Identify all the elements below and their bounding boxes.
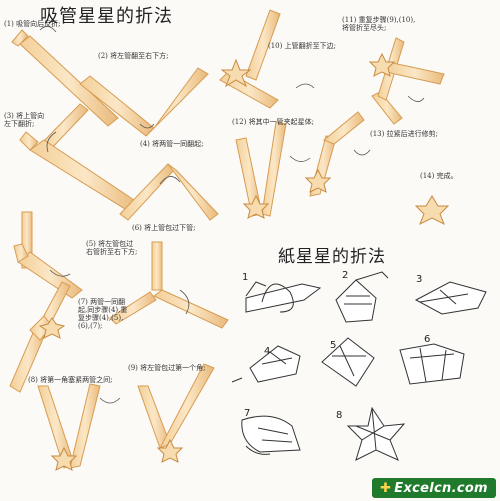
paper-step-7	[241, 415, 301, 455]
star-icon	[38, 317, 66, 339]
step-caption: (7) 两管一同翻 起,同步骤(4),重 复步骤(4),(5), (6),(7)…	[78, 298, 128, 331]
arrow-icon	[179, 289, 190, 315]
straw-step-11	[371, 37, 445, 125]
paper-step-5	[321, 337, 375, 387]
paper-step-number: 4	[264, 346, 271, 357]
paper-step-1	[245, 281, 322, 313]
star-icon	[414, 195, 450, 226]
star-icon	[368, 52, 396, 77]
paper-strip-illustrations	[231, 271, 487, 461]
straw-step-8	[37, 383, 101, 469]
arrow-icon	[289, 155, 311, 162]
step-caption: (8) 将第一角塞紧两管之间;	[28, 376, 113, 384]
arrow-icon	[49, 269, 71, 277]
arrow-icon	[295, 83, 315, 89]
straw-step-12	[235, 121, 287, 217]
paper-step-2	[335, 271, 389, 323]
step-caption: (10) 上管翻折至下边;	[268, 42, 336, 50]
straw-step-2	[79, 67, 209, 137]
watermark-text: Excelcn.com	[394, 480, 488, 496]
step-caption: (14) 完成。	[420, 172, 458, 180]
hand-icon	[245, 445, 271, 455]
straw-step-1	[11, 29, 119, 127]
star-icon	[242, 194, 270, 219]
star-icon	[304, 168, 332, 193]
paper-step-8	[346, 406, 406, 461]
paper-step-4	[231, 345, 301, 383]
arrow-icon	[46, 131, 57, 153]
paper-step-number: 1	[242, 272, 249, 283]
paper-step-number: 3	[416, 274, 423, 285]
paper-step-number: 2	[342, 270, 349, 281]
arrow-icon	[139, 123, 155, 129]
step-caption: (3) 将上管向 左下翻折;	[4, 112, 45, 129]
paper-section-title: 紙星星的折法	[278, 247, 386, 267]
straw-section-title: 吸管星星的折法	[40, 6, 173, 27]
step-caption: (12) 将其中一管夹起星体;	[232, 118, 314, 126]
step-caption: (13) 拉紧后进行修剪;	[370, 130, 438, 138]
bolt-icon: ✚	[380, 480, 392, 496]
arrow-icon	[407, 95, 425, 102]
paper-step-3	[414, 281, 487, 315]
arrow-icon	[159, 176, 181, 185]
straw-step-3	[19, 103, 141, 213]
paper-step-number: 8	[336, 410, 343, 421]
straw-step-7	[9, 281, 71, 393]
straw-step-10	[219, 9, 281, 109]
step-caption: (4) 将两管一同翻起;	[140, 140, 204, 148]
paper-step-number: 6	[424, 334, 431, 345]
straw-step-6	[109, 241, 229, 329]
paper-step-number: 5	[330, 340, 337, 351]
watermark-logo: ✚ Excelcn.com	[372, 478, 496, 498]
straw-step-9	[137, 363, 215, 449]
straw-step-5	[13, 211, 83, 299]
step-caption: (1) 吸管向后反折;	[4, 20, 61, 28]
paper-step-6	[399, 343, 465, 385]
arrow-icon	[353, 149, 371, 156]
star-icon	[50, 446, 78, 471]
step-caption: (6) 将上管包过下管;	[132, 224, 196, 232]
straw-step-4	[119, 163, 219, 221]
paper-step-number: 7	[244, 408, 251, 419]
star-icon	[220, 58, 252, 88]
step-caption: (5) 将左管包过 右管折至右下方;	[86, 240, 138, 257]
arrow-icon	[99, 397, 121, 404]
arrow-icon	[39, 26, 57, 33]
step-caption: (9) 将左管包过第一个角;	[128, 364, 206, 372]
star-icon	[156, 438, 184, 463]
step-caption: (2) 将左管翻至右下方;	[98, 52, 169, 60]
step-caption: (11) 重复步骤(9),(10), 将管折至尽头;	[342, 16, 416, 33]
